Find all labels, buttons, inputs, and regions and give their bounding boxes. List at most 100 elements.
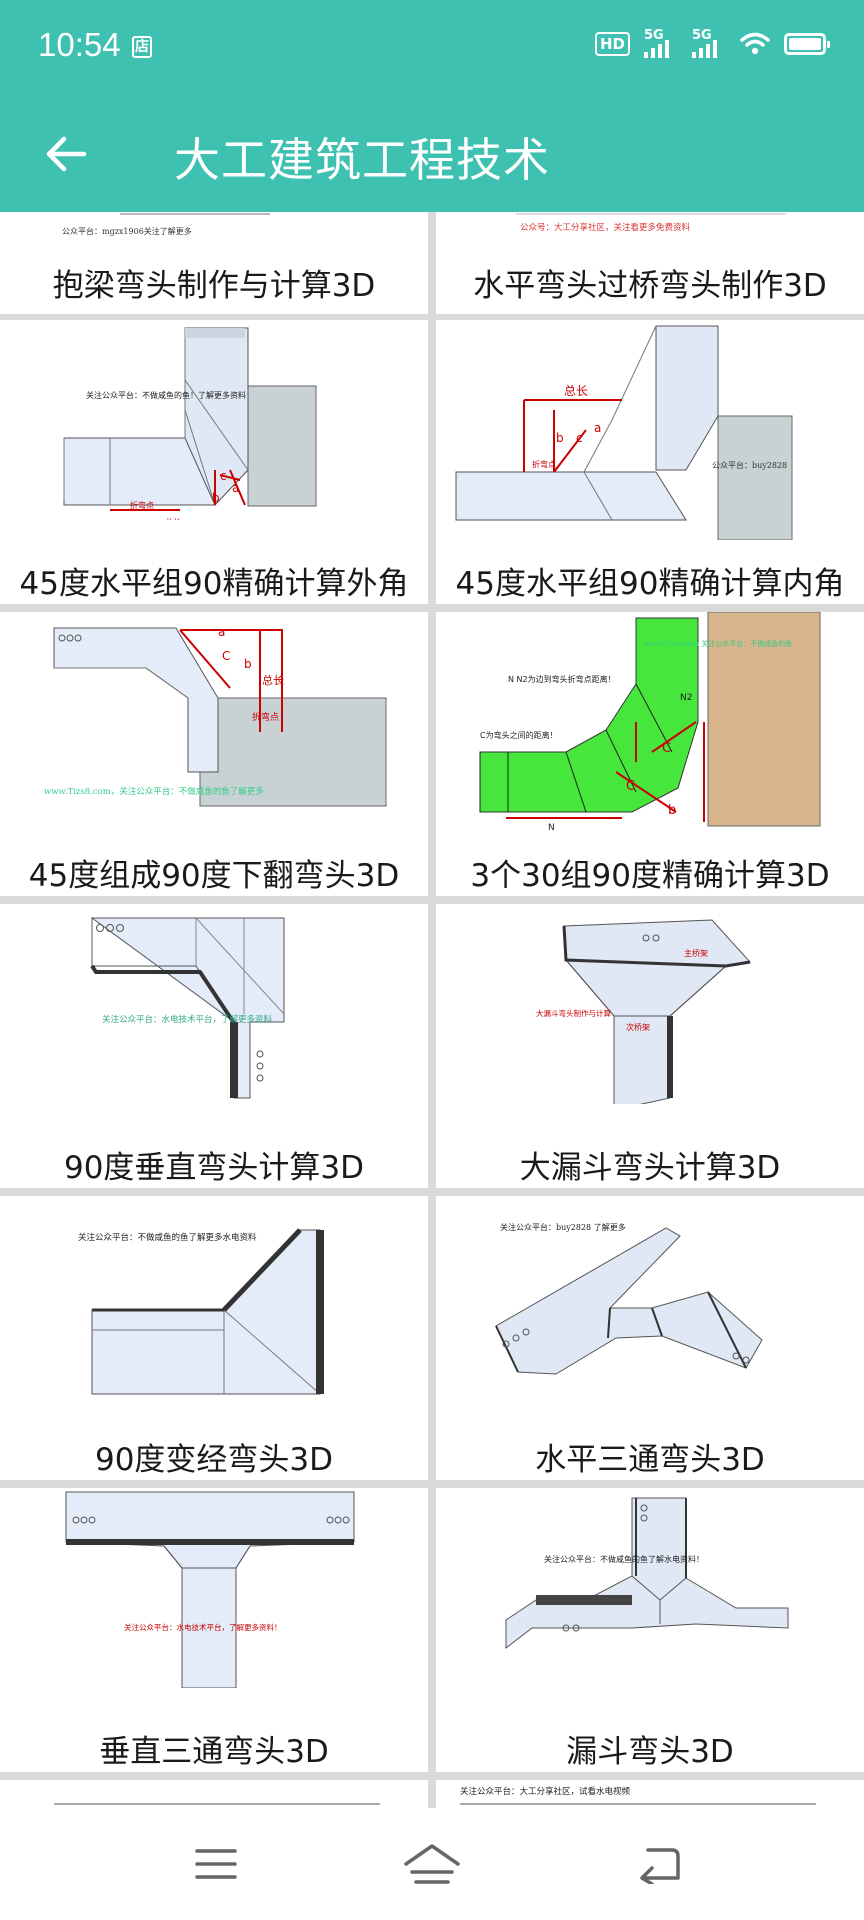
svg-text:折弯点: 折弯点 — [130, 500, 154, 510]
svg-text:C: C — [222, 649, 230, 663]
card-title: 水平弯头过桥弯头制作3D — [473, 268, 827, 304]
app-bar: 大工建筑工程技术 — [0, 96, 864, 212]
svg-text:主桥架: 主桥架 — [684, 948, 708, 958]
thumbnail-watermark: 公众号：大工分享社区，关注看更多免费资料 — [520, 222, 691, 233]
tutorial-thumbnail: N N2为边到弯头折弯点距离！ C为弯头之间的距离！ N N2 C C b ww… — [479, 612, 821, 832]
thumbnail-watermark: 关注公众平台：水电技术平台，了解更多资料！ — [124, 1622, 282, 1632]
home-button[interactable] — [400, 1838, 464, 1890]
tutorial-thumbnail: 公众号：大工分享社区，关注看更多免费资料 — [516, 213, 786, 233]
status-bar: 10:54 店 HD 5G 5G — [0, 0, 864, 96]
svg-text:折弯点: 折弯点 — [532, 459, 556, 469]
tutorial-thumbnail: a C b 总长 折弯点 www.Tizs8.com，关注公众平台：不做咸鱼的鱼… — [44, 625, 387, 807]
svg-text:a: a — [218, 625, 225, 639]
tutorial-card[interactable]: 关注公众平台：水电技术平台，了解更多资料 90度垂直弯头计算3D — [0, 904, 428, 1188]
card-title: 90度变经弯头3D — [94, 1442, 334, 1478]
card-title: 抱梁弯头制作与计算3D — [52, 268, 376, 304]
signal-icon: 5G — [644, 28, 678, 58]
svg-text:C: C — [662, 741, 671, 756]
svg-text:c: c — [576, 431, 583, 445]
thumbnail-watermark: 关注公众平台：不做咸鱼的鱼了解水电资料！ — [544, 1554, 704, 1564]
thumbnail-watermark: 关注公众平台：buy2828 了解更多 — [500, 1222, 626, 1232]
svg-text:总长: 总长 — [165, 517, 181, 520]
thumbnail-watermark: 公众平台：mgzx1906关注了解更多 — [62, 226, 192, 236]
battery-icon — [784, 33, 830, 55]
svg-text:N: N — [548, 823, 555, 832]
card-title: 漏斗弯头3D — [566, 1734, 734, 1770]
tutorial-card[interactable]: 公众平台：mgzx1906关注了解更多 抱梁弯头制作与计算3D — [0, 212, 428, 314]
tutorial-thumbnail: 公众平台：mgzx1906关注了解更多 — [62, 213, 270, 236]
svg-text:b: b — [212, 491, 220, 505]
tutorial-card[interactable]: 关注公众平台：buy2828 了解更多 水平三通弯头3D — [436, 1196, 864, 1480]
svg-text:b: b — [556, 431, 564, 445]
menu-button[interactable] — [184, 1838, 248, 1890]
card-title: 45度水平组90精确计算外角 — [19, 566, 409, 602]
thumbnail-watermark: www.Tizs8.com 关注公众平台：不做咸鱼的鱼 — [644, 639, 792, 648]
signal-label: 5G — [644, 28, 664, 43]
back-button[interactable] — [30, 118, 102, 190]
thumbnail-watermark: 关注公众平台：不做咸鱼的鱼了解更多水电资料 — [78, 1232, 257, 1243]
svg-text:c: c — [220, 469, 227, 483]
thumbnail-watermark: 关注公众平台：大工分享社区，试看水电视频 — [460, 1786, 631, 1797]
tutorial-thumbnail: 主桥架 次桥架 大漏斗弯头制作与计算 — [536, 919, 751, 1104]
svg-text:a: a — [232, 481, 239, 495]
tutorial-card[interactable]: 关注公众平台：水电技术平台，了解更多资料！ 垂直三通弯头3D — [0, 1488, 428, 1772]
tutorial-card[interactable]: 关注公众平台：不做咸鱼的鱼了解更多水电资料 90度变经弯头3D — [0, 1196, 428, 1480]
svg-text:b: b — [244, 657, 252, 671]
tutorial-thumbnail: 关注公众平台：不做咸鱼的鱼了解更多水电资料 — [78, 1228, 324, 1395]
thumbnail-watermark: 大漏斗弯头制作与计算 — [536, 1008, 611, 1018]
svg-text:b: b — [668, 803, 676, 818]
tutorial-card[interactable]: 公众号：大工分享社区，关注看更多免费资料 水平弯头过桥弯头制作3D — [436, 212, 864, 314]
svg-text:总长: 总长 — [564, 384, 588, 398]
svg-text:N2: N2 — [680, 693, 692, 703]
svg-text:次桥架: 次桥架 — [626, 1022, 650, 1032]
svg-text:a: a — [594, 421, 601, 435]
svg-text:折弯点: 折弯点 — [252, 711, 279, 723]
tutorial-card[interactable] — [0, 1780, 428, 1808]
svg-text:总长: 总长 — [262, 673, 284, 687]
tutorial-card[interactable]: N N2为边到弯头折弯点距离！ C为弯头之间的距离！ N N2 C C b ww… — [436, 612, 864, 896]
tutorial-card[interactable]: 主桥架 次桥架 大漏斗弯头制作与计算 大漏斗弯头计算3D — [436, 904, 864, 1188]
thumbnail-watermark: 关注公众平台：不做咸鱼的鱼！了解更多资料 — [86, 390, 246, 400]
tutorial-thumbnail: 关注公众平台：水电技术平台，了解更多资料！ — [65, 1491, 355, 1688]
tutorial-thumbnail: 关注公众平台：水电技术平台，了解更多资料 — [90, 917, 285, 1099]
card-title: 垂直三通弯头3D — [99, 1734, 329, 1770]
card-title: 水平三通弯头3D — [535, 1442, 765, 1478]
card-title: 90度垂直弯头计算3D — [63, 1150, 365, 1186]
thumbnail-watermark: 公众平台：buy2828 — [712, 460, 787, 470]
tutorial-card[interactable]: 总长 a b c 折弯点 公众平台：buy2828 45度水平组90精确计算内角 — [436, 320, 864, 604]
card-title: 3个30组90度精确计算3D — [470, 858, 830, 894]
tutorial-thumbnail: 总长 a b c 折弯点 公众平台：buy2828 — [455, 325, 793, 540]
menu-icon — [195, 1849, 237, 1879]
tutorial-card[interactable]: c a b 折弯点 总长 关注公众平台：不做咸鱼的鱼！了解更多资料 45度水平组… — [0, 320, 428, 604]
tutorial-card[interactable]: 关注公众平台：不做咸鱼的鱼了解水电资料！ 漏斗弯头3D — [436, 1488, 864, 1772]
svg-text:C: C — [626, 779, 635, 794]
home-icon — [404, 1844, 460, 1884]
status-time: 10:54 — [38, 26, 121, 63]
status-indicators: HD 5G 5G — [594, 28, 830, 58]
thumbnail-watermark: www.Tizs8.com，关注公众平台：不做咸鱼的鱼了解更多 — [44, 786, 264, 797]
tutorial-card[interactable]: a C b 总长 折弯点 www.Tizs8.com，关注公众平台：不做咸鱼的鱼… — [0, 612, 428, 896]
page-title: 大工建筑工程技术 — [174, 133, 550, 187]
tutorial-thumbnail: 关注公众平台：大工分享社区，试看水电视频 — [460, 1786, 816, 1805]
wifi-icon — [740, 32, 770, 55]
signal-label: 5G — [692, 28, 712, 43]
tutorial-thumbnail: c a b 折弯点 总长 关注公众平台：不做咸鱼的鱼！了解更多资料 — [63, 327, 317, 520]
back-nav-button[interactable] — [626, 1838, 690, 1890]
system-nav-bar — [0, 1808, 864, 1920]
thumbnail-watermark: 关注公众平台：水电技术平台，了解更多资料 — [102, 1014, 273, 1025]
arrow-left-icon — [46, 136, 87, 172]
hd-badge: HD — [594, 32, 630, 56]
tutorial-grid: 公众平台：mgzx1906关注了解更多 抱梁弯头制作与计算3D 公众号：大工分享… — [0, 212, 864, 1808]
svg-text:C为弯头之间的距离！: C为弯头之间的距离！ — [480, 730, 558, 740]
tutorial-thumbnail: 关注公众平台：不做咸鱼的鱼了解水电资料！ — [505, 1497, 789, 1650]
back-icon — [640, 1848, 680, 1884]
tutorial-thumbnail: 关注公众平台：buy2828 了解更多 — [495, 1222, 763, 1375]
card-title: 45度水平组90精确计算内角 — [455, 566, 845, 602]
signal-icon: 5G — [692, 28, 726, 58]
store-badge-icon: 店 — [132, 36, 152, 58]
card-title: 45度组成90度下翻弯头3D — [28, 858, 400, 894]
tutorial-thumbnail — [54, 1803, 380, 1805]
card-title: 大漏斗弯头计算3D — [519, 1150, 781, 1186]
svg-text:N N2为边到弯头折弯点距离！: N N2为边到弯头折弯点距离！ — [508, 674, 616, 684]
tutorial-card[interactable]: 关注公众平台：大工分享社区，试看水电视频 — [436, 1780, 864, 1808]
